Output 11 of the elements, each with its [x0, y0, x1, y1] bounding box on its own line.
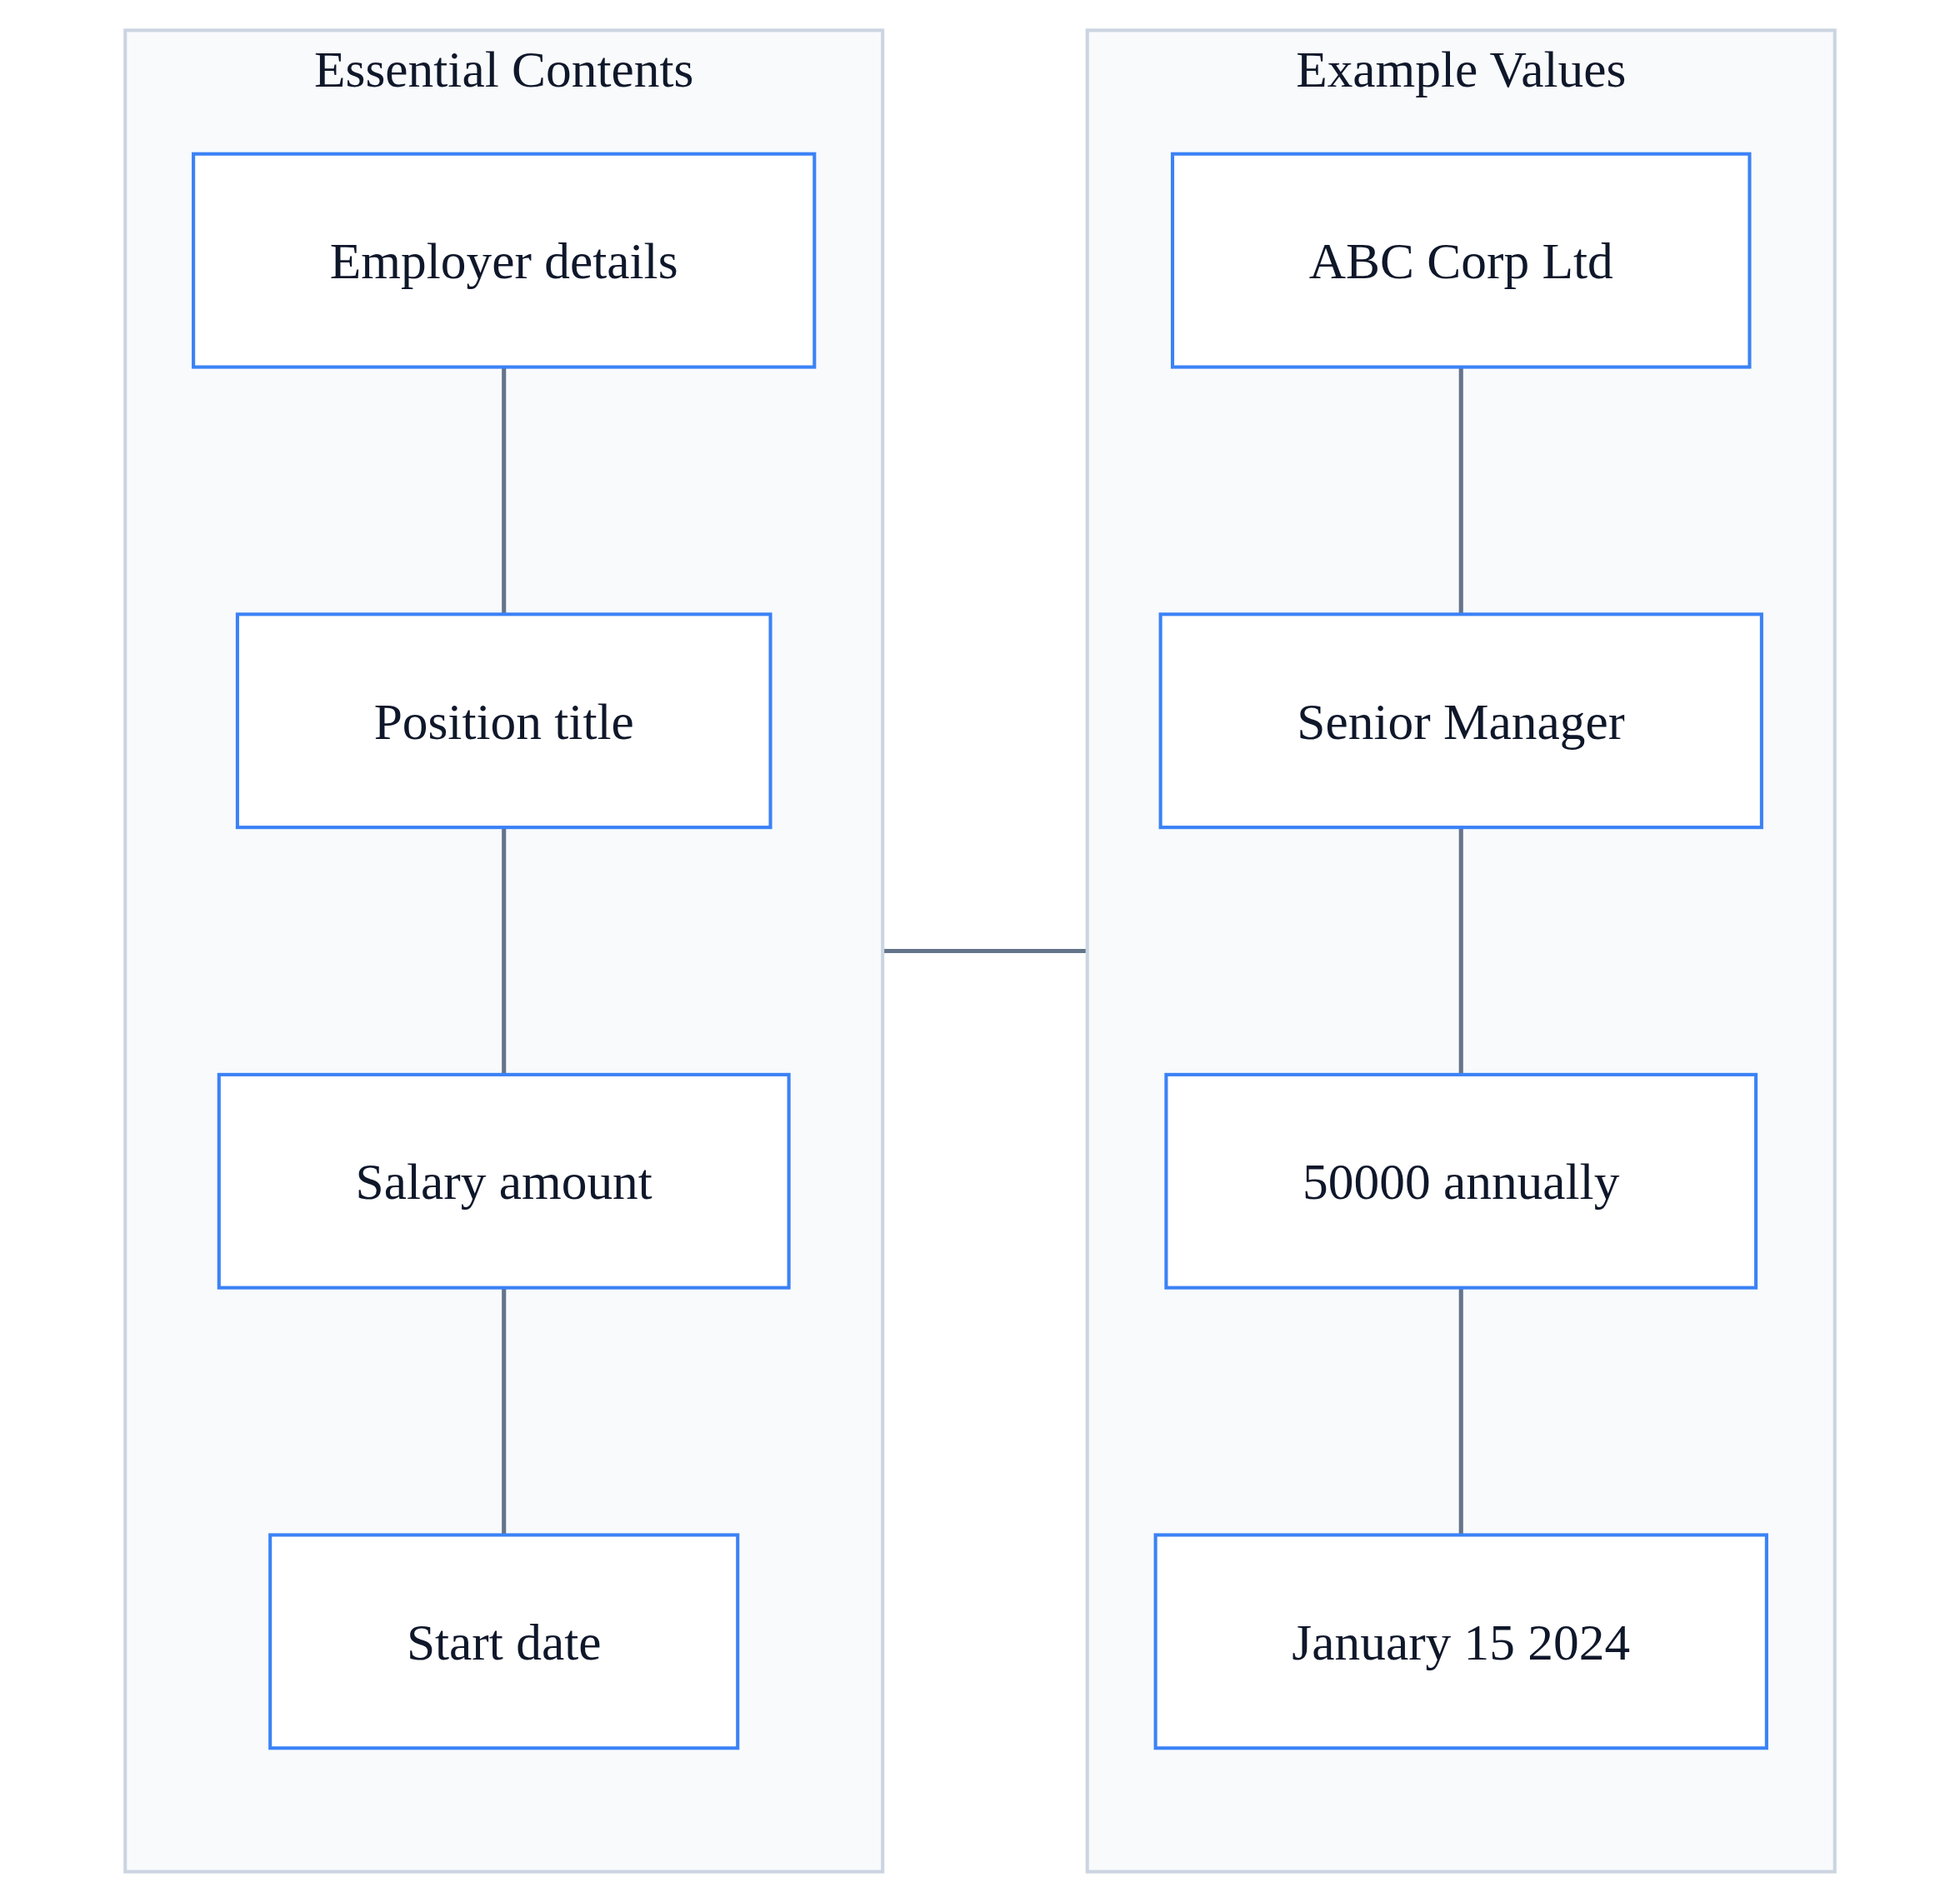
connector [502, 827, 507, 1075]
node-box: Employer details [192, 152, 817, 369]
node-box: January 15 2024 [1153, 1533, 1768, 1750]
node-box: Salary amount [217, 1072, 791, 1290]
node-box: Start date [268, 1533, 740, 1750]
node-box: 50000 annually [1164, 1072, 1758, 1290]
node-box: Position title [235, 612, 772, 830]
node-box: ABC Corp Ltd [1170, 152, 1752, 369]
connector [882, 948, 1088, 954]
node-box: Senior Manager [1158, 612, 1763, 830]
connector [1458, 827, 1463, 1075]
